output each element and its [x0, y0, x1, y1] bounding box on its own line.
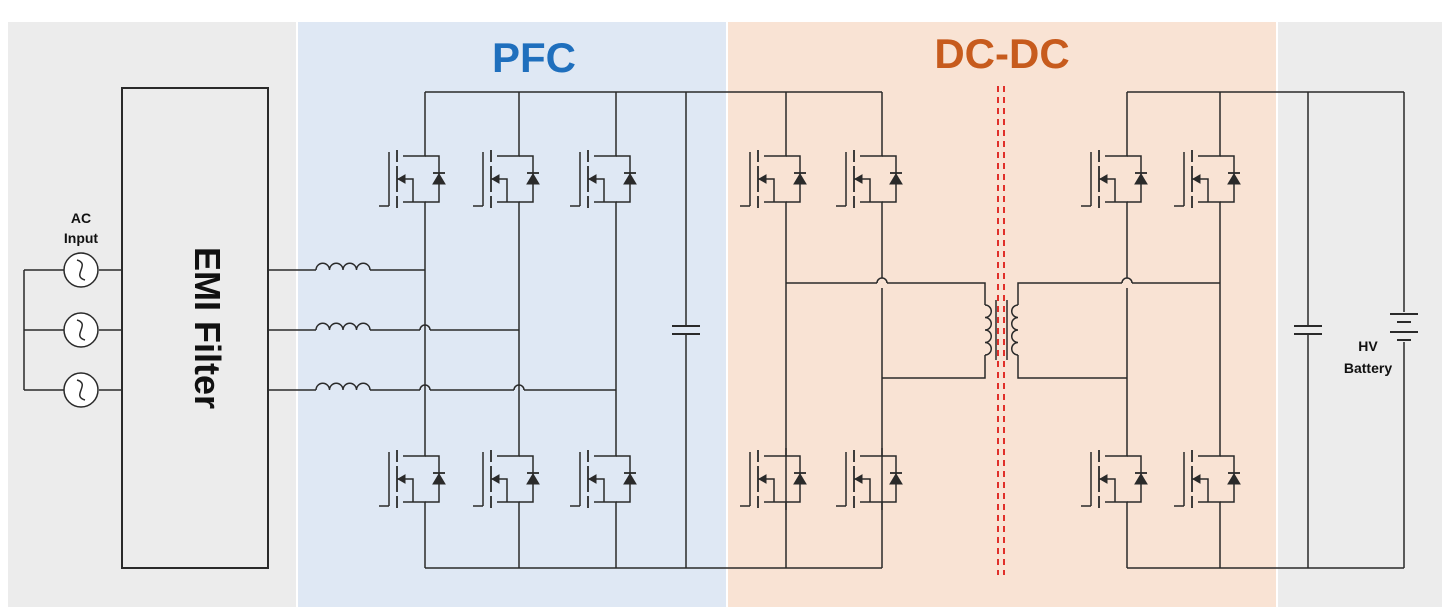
mosfet-icon: [570, 148, 637, 210]
wire-crossover: [419, 384, 431, 391]
primary-to-xfmr-wire: [887, 282, 986, 305]
inductor-icon: [315, 262, 371, 271]
hv-battery-label-line2: Battery: [1344, 360, 1392, 376]
mosfet-icon: [1174, 448, 1241, 510]
capacitor-icon: [672, 325, 700, 335]
wiring: [23, 91, 1405, 569]
transformer-icon: [984, 300, 1019, 360]
capacitor-icon: [1294, 325, 1322, 335]
background-panels: [8, 22, 1442, 607]
mosfet-icon: [379, 448, 446, 510]
left-panel: [8, 22, 296, 607]
ac-input-label-line2: Input: [64, 230, 99, 246]
mosfet-icon: [1081, 148, 1148, 210]
mosfet-icon: [740, 448, 807, 510]
wire-crossover: [419, 324, 431, 331]
wire-crossover: [513, 384, 525, 391]
xfmr-to-secondary-wire: [1017, 282, 1122, 305]
mosfet-icon: [473, 448, 540, 510]
mosfet-icon: [836, 148, 903, 210]
components: [63, 148, 1418, 510]
pfc-title: PFC: [492, 34, 576, 81]
mosfet-icon: [379, 148, 446, 210]
mosfet-icon: [570, 448, 637, 510]
mosfet-icon: [740, 148, 807, 210]
emi-filter-block: EMI Filter: [121, 87, 269, 569]
battery-icon: [1390, 313, 1418, 341]
wire-crossover: [876, 277, 888, 284]
ac-input-label-line1: AC: [71, 210, 91, 226]
emi-filter-label: EMI Filter: [187, 247, 228, 409]
hv-battery-label-line1: HV: [1358, 338, 1378, 354]
wire-crossover: [1121, 277, 1133, 284]
inductor-icon: [315, 382, 371, 391]
primary-return-wire: [882, 355, 986, 379]
dcdc-panel: [728, 22, 1276, 607]
inductor-icon: [315, 322, 371, 331]
ac-source-icon: [63, 252, 99, 288]
secondary-return-wire: [1017, 355, 1127, 379]
ac-source-icon: [63, 312, 99, 348]
isolation-barrier: [997, 86, 1005, 575]
mosfet-icon: [1174, 148, 1241, 210]
mosfet-icon: [473, 148, 540, 210]
ac-source-icon: [63, 372, 99, 408]
pfc-panel: [298, 22, 726, 607]
dcdc-title: DC-DC: [934, 30, 1069, 77]
mosfet-icon: [836, 448, 903, 510]
mosfet-icon: [1081, 448, 1148, 510]
emi-filter-box: [121, 87, 269, 569]
